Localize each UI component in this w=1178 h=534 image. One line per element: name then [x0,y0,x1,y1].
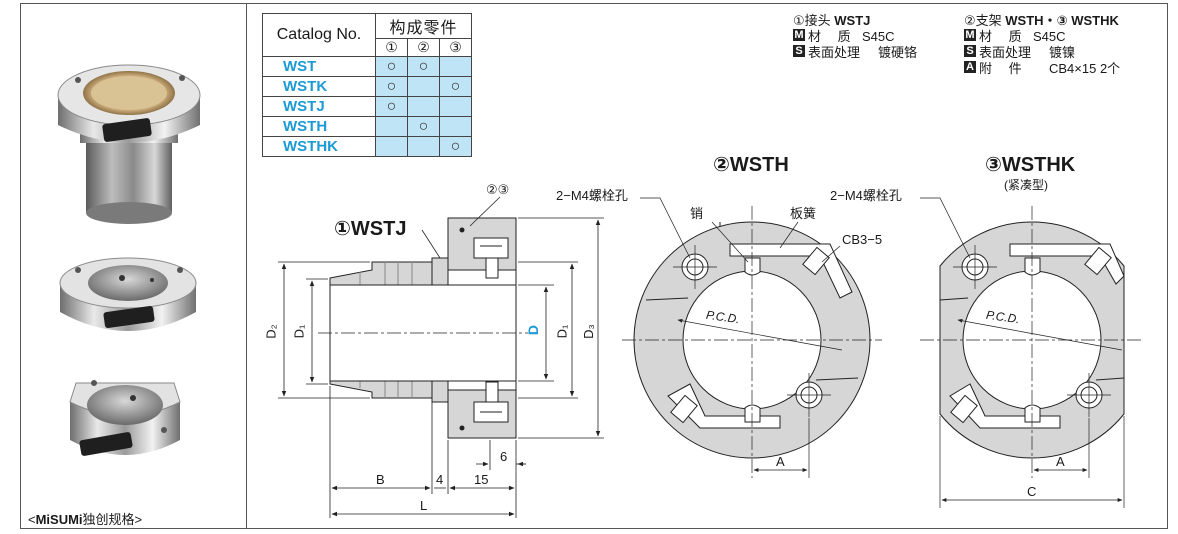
spec-wstj-title: ①接头 WSTJ [793,13,871,28]
components-table: Catalog No. 构成零件 ① ② ③ WST ○ ○ WSTK ○ ○ … [262,13,472,157]
panel-divider [246,3,247,529]
component-mark [375,136,408,157]
component-mark: ○ [439,136,472,157]
component-mark: ○ [439,76,472,97]
wsthk-centerlines [920,197,1144,508]
material-badge: M [793,29,805,41]
dim-6: 6 [500,449,508,464]
dim-a-wsthk: A [1056,454,1065,469]
catalog-code: WSTHK [262,136,376,157]
pin-label: 销 [690,206,704,221]
dim-15: 15 [474,472,489,487]
accessory-badge: A [964,61,976,73]
dim-d3: D₃ [580,324,596,339]
dim-d1-left: D₁ [291,324,307,339]
catalog-code: WSTH [262,116,376,137]
photo-wst-assembly [57,64,201,224]
figure-frame [20,3,1168,529]
table-row: WSTK ○ ○ [262,76,472,97]
dim-c: C [1027,484,1037,499]
material-badge: M [964,29,976,41]
dim-d2: D₂ [263,324,279,339]
wstj-side-view [329,217,517,439]
spec-wsth-title: ②支架 WSTH・③ WSTHK [964,13,1119,28]
dim-d1-right: D₁ [554,324,570,339]
wsthk-bolt-hole-label: 2−M4螺栓孔 [830,188,902,203]
component-mark [407,136,440,157]
surface-badge: S [964,45,976,57]
dim-4: 4 [436,472,444,487]
wsthk-title: ③WSTHK [985,154,1076,176]
dim-l: L [420,498,428,513]
photo-wsth-holder [59,257,197,331]
dim-b: B [376,472,385,487]
component-mark: ○ [375,76,408,97]
wstj-callout: ②③ [486,182,510,197]
wsthk-subtitle: (紧凑型) [1004,178,1048,192]
component-mark [439,96,472,117]
wsth-title: ②WSTH [713,154,789,176]
surface-badge: S [793,45,805,57]
components-header: 构成零件 [375,13,472,39]
table-row: WSTJ ○ [262,96,472,117]
catalog-code: WSTK [262,76,376,97]
component-2-header: ② [407,38,440,57]
cb-label: CB3−5 [842,232,883,247]
dim-a-wsth: A [776,454,785,469]
wsth-centerlines [622,197,882,478]
table-row: WSTHK ○ [262,136,472,157]
wsth-bolt-hole-label: 2−M4螺栓孔 [556,188,628,203]
table-row: WSTH ○ [262,116,472,137]
misumi-original-note: <MiSUMi独创规格> [28,512,143,527]
dim-d: D [525,324,542,336]
component-mark [439,116,472,137]
wstj-title: ①WSTJ [334,218,407,240]
wstj-dims [278,196,604,518]
photo-wsthk-holder [69,380,181,456]
component-mark [375,116,408,137]
table-row: WST ○ ○ [262,56,472,77]
catalog-header: Catalog No. [262,13,376,57]
spring-label: 板簧 [790,206,817,221]
